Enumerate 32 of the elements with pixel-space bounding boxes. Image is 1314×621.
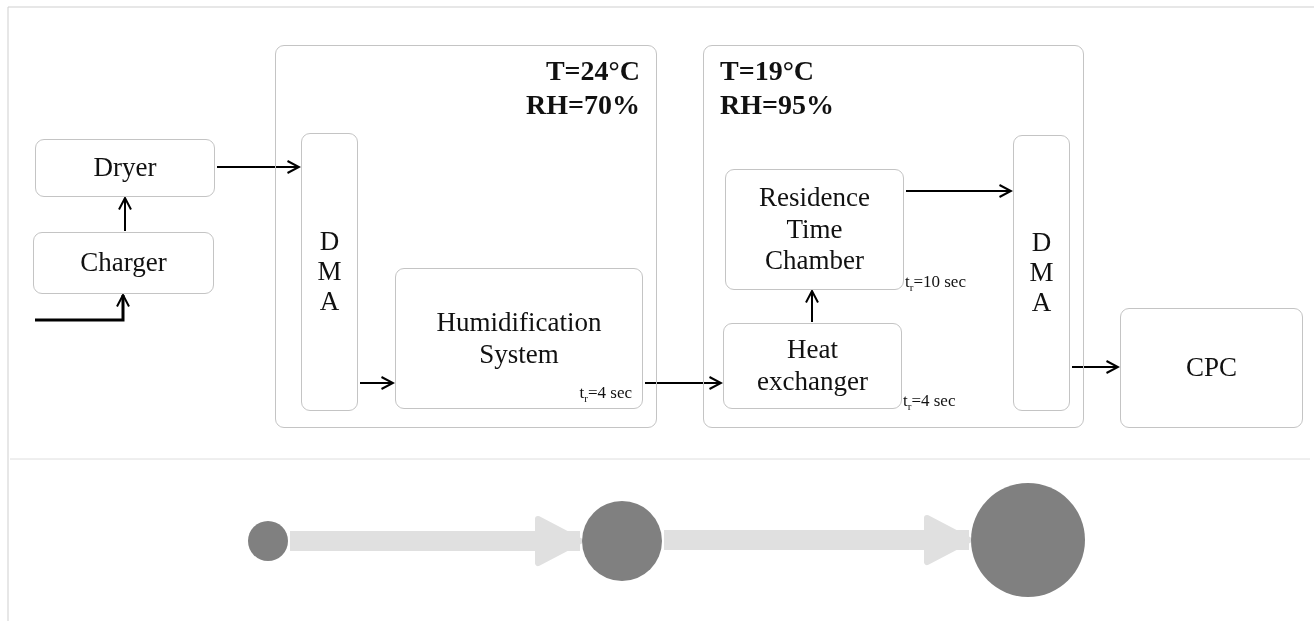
arrow [905,184,1012,198]
box-label: Heat exchanger [756,334,869,398]
box-label: Charger [80,247,167,279]
residence-time-note: t$_{r}$=10 sec [905,271,966,293]
condition-heading: T=24°C RH=70% [525,54,640,122]
arrow [805,290,819,323]
process-box [35,139,215,197]
box-label: Residence Time Chamber [758,181,871,278]
condition-heading: T=19°C RH=95% [720,54,835,122]
flow-arrow [664,515,972,565]
chamber-panel [703,45,1084,428]
box-label: CPC [1185,352,1237,384]
residence-time-note: t$_{r}$=4 sec [579,382,632,404]
arrow [1071,360,1119,374]
flow-arrow [290,516,583,566]
process-box [1013,135,1070,411]
box-label: Dryer [93,152,157,184]
arrow [644,376,722,390]
box-label: Humidification System [435,306,603,371]
box-label: DMA [316,227,343,317]
process-box [395,268,643,409]
arrow [359,376,394,390]
arrow [118,197,132,232]
process-box [301,133,358,411]
arrow [35,294,130,322]
process-box [33,232,214,294]
arrow [216,160,300,174]
process-box [1120,308,1303,428]
chamber-panel [275,45,657,428]
particle-circle [248,521,288,561]
box-label: DMA [1028,228,1055,318]
residence-time-note: t$_{r}$=4 sec [903,390,956,412]
